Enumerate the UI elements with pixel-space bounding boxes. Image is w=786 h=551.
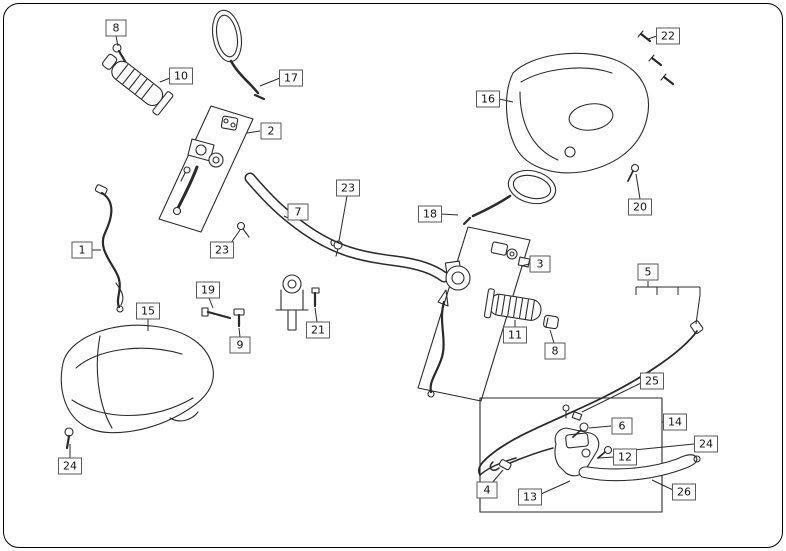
cover-screw-24-left-drawing bbox=[64, 427, 74, 450]
throttle-screw-drawing bbox=[112, 43, 128, 65]
callout-25[interactable]: 25 bbox=[640, 372, 664, 390]
callout-22[interactable]: 22 bbox=[656, 27, 680, 45]
callout-23-upper[interactable]: 23 bbox=[336, 179, 360, 197]
callout-13[interactable]: 13 bbox=[518, 488, 542, 506]
callout-3[interactable]: 3 bbox=[529, 255, 551, 273]
right-switch-group-outline bbox=[417, 226, 531, 402]
handlebar-front-cover-drawing bbox=[60, 324, 214, 434]
bar-clamp-drawing bbox=[275, 274, 309, 331]
handlebar-drawing bbox=[244, 172, 450, 283]
callout-9[interactable]: 9 bbox=[229, 336, 251, 354]
throttle-tube-drawing bbox=[102, 53, 174, 116]
callout-8-throttle[interactable]: 8 bbox=[105, 19, 127, 37]
callout-26[interactable]: 26 bbox=[672, 483, 696, 501]
callout-6[interactable]: 6 bbox=[611, 417, 633, 435]
handlebar-rear-cover-drawing bbox=[505, 52, 650, 174]
callout-18[interactable]: 18 bbox=[418, 205, 442, 223]
cover-screws-22-drawing bbox=[637, 30, 675, 86]
callout-4[interactable]: 4 bbox=[476, 481, 498, 499]
lever-assembly-outline bbox=[479, 397, 663, 513]
cover-screw-20-drawing bbox=[627, 163, 640, 182]
callout-24-left[interactable]: 24 bbox=[58, 457, 82, 475]
brake-cable-drawing bbox=[477, 320, 704, 476]
leader-lines bbox=[69, 35, 695, 495]
callout-5-bracket-lines bbox=[635, 281, 701, 325]
callout-2[interactable]: 2 bbox=[260, 122, 282, 140]
bracket-screw-drawing bbox=[597, 445, 613, 459]
left-mirror-drawing bbox=[211, 9, 266, 101]
right-switch-cluster-drawing bbox=[427, 241, 531, 398]
callout-24-right[interactable]: 24 bbox=[694, 435, 718, 453]
clamp-bolt-21-drawing bbox=[311, 287, 320, 308]
grip-end-drawing bbox=[543, 314, 559, 330]
callout-8-grip[interactable]: 8 bbox=[544, 342, 566, 360]
callout-10[interactable]: 10 bbox=[169, 67, 193, 85]
callout-16[interactable]: 16 bbox=[476, 90, 500, 108]
callout-15[interactable]: 15 bbox=[136, 302, 160, 320]
cable-end-drawing bbox=[489, 447, 554, 472]
callout-5[interactable]: 5 bbox=[637, 263, 659, 281]
callout-19[interactable]: 19 bbox=[196, 281, 220, 299]
left-switch-group-outline bbox=[158, 105, 254, 233]
right-mirror-drawing bbox=[462, 169, 557, 226]
callout-12[interactable]: 12 bbox=[613, 448, 637, 466]
throttle-cable-drawing bbox=[94, 184, 124, 313]
cable-clip-drawing bbox=[330, 239, 343, 257]
callout-21[interactable]: 21 bbox=[306, 321, 330, 339]
callout-11[interactable]: 11 bbox=[503, 326, 527, 344]
grip-drawing bbox=[483, 288, 542, 321]
callout-7[interactable]: 7 bbox=[287, 203, 309, 221]
adjuster-parts-drawing bbox=[562, 404, 583, 421]
clamp-bolt-19-drawing bbox=[201, 307, 232, 320]
callout-20[interactable]: 20 bbox=[628, 198, 652, 216]
clip-screw-drawing bbox=[236, 221, 250, 238]
left-switch-cluster-drawing bbox=[172, 115, 239, 216]
callout-1[interactable]: 1 bbox=[71, 241, 93, 259]
callout-23-lower[interactable]: 23 bbox=[210, 241, 234, 259]
pivot-bolt-drawing bbox=[572, 422, 589, 438]
callout-17[interactable]: 17 bbox=[279, 69, 303, 87]
callout-14[interactable]: 14 bbox=[663, 413, 687, 431]
clamp-bolt-9-drawing bbox=[233, 308, 245, 328]
lever-bracket-drawing bbox=[554, 427, 600, 477]
lever-blade-drawing bbox=[578, 454, 701, 482]
